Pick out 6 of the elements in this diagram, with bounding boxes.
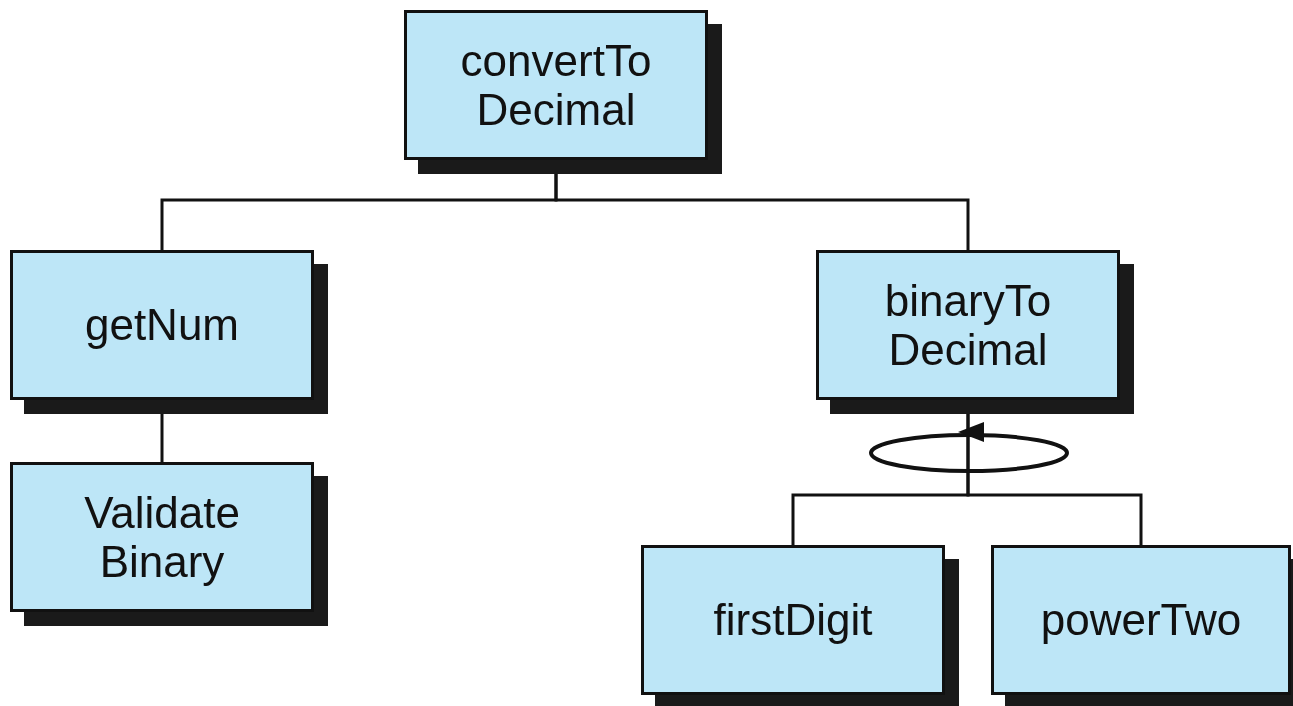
module-name: firstDigit	[713, 595, 873, 645]
module-name: powerTwo	[1040, 595, 1242, 645]
module-name: getNum	[84, 300, 240, 350]
module-name: binaryTo Decimal	[883, 275, 1053, 375]
module-name: convertTo Decimal	[459, 35, 653, 135]
module-name: Validate Binary	[83, 487, 241, 587]
